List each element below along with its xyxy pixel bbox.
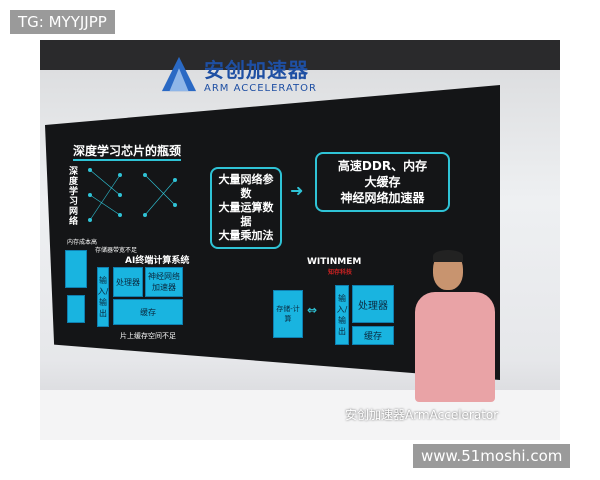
brand-logo-cn: 知存科技 xyxy=(328,269,353,276)
processor-block: 处理器 xyxy=(113,267,143,297)
system-title: AI终端计算系统 xyxy=(125,256,190,266)
logo-text-cn: 安创加速器 xyxy=(204,58,309,82)
onchip-label: 片上缓存空间不足 xyxy=(120,332,176,340)
box1-line: 大量运算数据 xyxy=(218,201,274,228)
ceiling xyxy=(40,40,560,70)
photo: 安创加速器 ARM ACCELERATOR 深度学习芯片的瓶颈 深度学习网络 大… xyxy=(40,40,560,440)
presenter xyxy=(410,250,500,440)
box2-line: 神经网络加速器 xyxy=(340,191,425,205)
memory-cost-label: 内存成本高 xyxy=(67,239,98,246)
nn-accelerator-block: 神经网络加速器 xyxy=(145,267,183,297)
brand-logo: WITINMEM xyxy=(307,257,362,267)
slide-title: 深度学习芯片的瓶颈 xyxy=(73,142,182,161)
logo-mark-icon xyxy=(161,56,197,92)
account-watermark: 安创加速器ArmAccelerator xyxy=(345,408,499,422)
bandwidth-label: 存储器带宽不足 xyxy=(95,247,138,254)
processor-block-2: 处理器 xyxy=(352,285,394,323)
solution-box: 高速DDR、内存 大缓存 神经网络加速器 xyxy=(315,152,450,212)
storage-compute-block: 存储-计算 xyxy=(273,290,303,338)
neural-network-diagram xyxy=(88,168,177,222)
box1-line: 大量乘加法 xyxy=(218,229,274,242)
double-arrow-icon: ⇔ xyxy=(307,303,318,317)
cache-block-2: 缓存 xyxy=(352,326,394,345)
watermark-bottom: www.51moshi.com xyxy=(413,444,571,468)
logo-text-en: ARM ACCELERATOR xyxy=(204,83,317,94)
side-label: 深度学习网络 xyxy=(69,167,79,227)
presenter-shirt xyxy=(415,292,495,402)
box1-line: 大量网络参数 xyxy=(218,173,274,200)
box2-line: 高速DDR、内存 xyxy=(337,159,428,173)
io-block: 输入/输出 xyxy=(97,267,109,327)
box2-line: 大缓存 xyxy=(364,175,401,189)
presenter-hair xyxy=(433,250,463,262)
dram-block xyxy=(65,250,87,288)
problem-box: 大量网络参数 大量运算数据 大量乘加法 xyxy=(210,167,282,249)
cache-block: 缓存 xyxy=(113,299,183,325)
logo: 安创加速器 ARM ACCELERATOR xyxy=(160,54,317,94)
arrow-right-icon: ➜ xyxy=(290,181,304,200)
io-block-2: 输入/输出 xyxy=(335,285,349,345)
flash-block xyxy=(67,295,85,323)
watermark-top: TG: MYYJJPP xyxy=(10,10,115,34)
